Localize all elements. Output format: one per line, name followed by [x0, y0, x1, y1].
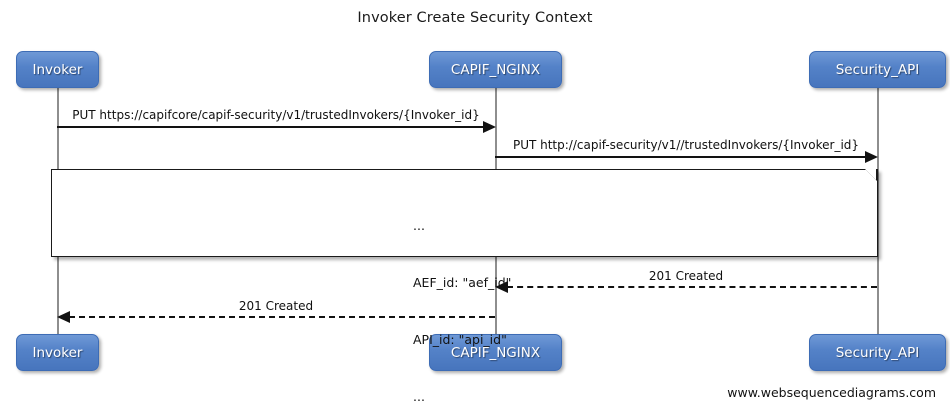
message-line-1	[57, 126, 485, 128]
note-line-3: API_id: "api_id"	[413, 332, 507, 347]
note-box	[51, 169, 878, 257]
message-label-4: 201 Created	[238, 299, 314, 313]
participant-capif-nginx-bottom[interactable]: CAPIF_NGINX	[429, 334, 562, 371]
note-line-4: ...	[413, 389, 425, 404]
lifeline-security-api	[877, 88, 879, 334]
message-arrowhead-3	[495, 281, 508, 293]
participant-label: CAPIF_NGINX	[450, 61, 541, 78]
message-label-1: PUT https://capifcore/capif-security/v1/…	[72, 108, 480, 122]
participant-security-api-bottom[interactable]: Security_API	[809, 334, 946, 371]
participant-security-api-top[interactable]: Security_API	[809, 51, 946, 88]
participant-label: Invoker	[32, 344, 83, 361]
message-arrowhead-1	[483, 121, 496, 133]
message-line-3	[507, 286, 877, 288]
message-arrowhead-4	[57, 311, 70, 323]
message-line-4	[69, 316, 495, 318]
participant-invoker-bottom[interactable]: Invoker	[16, 334, 99, 371]
note-text: ... AEF_id: "aef_id" API_id: "api_id" ..…	[413, 178, 511, 409]
participant-label: Security_API	[835, 61, 920, 78]
participant-label: Security_API	[835, 344, 920, 361]
page-title: Invoker Create Security Context	[357, 10, 593, 26]
message-line-2	[495, 156, 867, 158]
message-label-2: PUT http://capif-security/v1//trustedInv…	[512, 138, 860, 152]
note-line-2: AEF_id: "aef_id"	[413, 275, 512, 290]
participant-label: CAPIF_NGINX	[450, 344, 541, 361]
note-line-1: ...	[413, 218, 425, 233]
participant-invoker-top[interactable]: Invoker	[16, 51, 99, 88]
participant-label: Invoker	[32, 61, 83, 78]
message-label-3: 201 Created	[648, 269, 724, 283]
message-arrowhead-2	[865, 151, 878, 163]
note-fold-corner-inner	[865, 169, 876, 180]
participant-capif-nginx-top[interactable]: CAPIF_NGINX	[429, 51, 562, 88]
footer-watermark: www.websequencediagrams.com	[727, 385, 936, 400]
